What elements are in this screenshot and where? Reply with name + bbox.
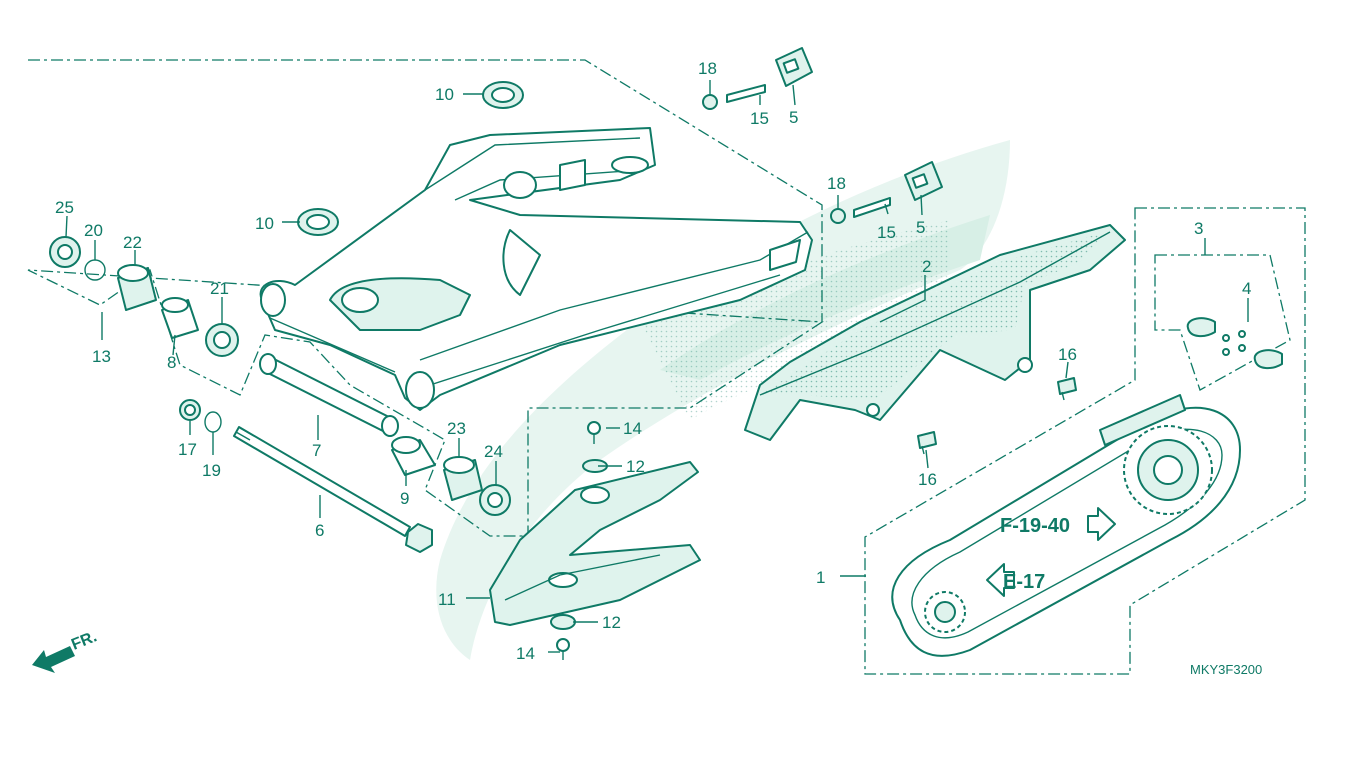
callout-10-left[interactable]: 10	[255, 214, 274, 233]
callout-16-right[interactable]: 16	[1058, 345, 1077, 364]
callout-18-upper[interactable]: 18	[698, 59, 717, 78]
collar-12-b	[550, 614, 576, 630]
rear-sprocket	[1123, 425, 1213, 515]
bolt-16-b	[917, 431, 937, 455]
callout-13[interactable]: 13	[92, 347, 111, 366]
chain-adjuster-upper	[702, 47, 813, 110]
front-indicator-label: FR.	[69, 628, 99, 653]
callout-19[interactable]: 19	[202, 461, 221, 480]
callout-9[interactable]: 9	[400, 489, 409, 508]
watermark-wing	[436, 140, 1010, 660]
callout-10-upper[interactable]: 10	[435, 85, 454, 104]
seal-25	[49, 236, 81, 268]
callout-14-upper[interactable]: 14	[623, 419, 642, 438]
callout-25[interactable]: 25	[55, 198, 74, 217]
callout-15-upper[interactable]: 15	[750, 109, 769, 128]
callout-17[interactable]: 17	[178, 440, 197, 459]
callout-16-lower[interactable]: 16	[918, 470, 937, 489]
callout-11[interactable]: 11	[438, 590, 456, 609]
callout-1[interactable]: 1	[816, 568, 825, 587]
callout-7[interactable]: 7	[312, 441, 321, 460]
collar-9	[391, 436, 436, 476]
callout-21[interactable]: 21	[210, 279, 229, 298]
ref-e17[interactable]: E-17	[1003, 571, 1045, 593]
callout-4[interactable]: 4	[1242, 279, 1251, 298]
screw-14-a	[587, 421, 601, 444]
nut-17	[179, 399, 201, 421]
bearing-21	[205, 323, 239, 357]
callout-14-lower[interactable]: 14	[516, 644, 535, 663]
diagram-code: MKY3F3200	[1190, 662, 1262, 677]
callout-numbers: 1 2 3 4 5 5 6 7 8 9 10 10 11 12 12 13 14…	[55, 59, 1251, 663]
front-arrow-icon	[32, 646, 75, 673]
leader-lines	[65, 80, 1249, 653]
chain-case	[744, 224, 1126, 441]
callout-18-lower[interactable]: 18	[827, 174, 846, 193]
drive-sprocket	[924, 591, 966, 633]
callout-23[interactable]: 23	[447, 419, 466, 438]
ref-f19-40[interactable]: F-19-40	[1000, 515, 1070, 537]
collar-8	[161, 297, 199, 339]
callout-5-upper[interactable]: 5	[789, 108, 798, 127]
callout-24[interactable]: 24	[484, 442, 503, 461]
callout-15-lower[interactable]: 15	[877, 223, 896, 242]
bearing-23	[443, 456, 483, 501]
callout-22[interactable]: 22	[123, 233, 142, 252]
callout-2[interactable]: 2	[922, 257, 931, 276]
callout-12-upper[interactable]: 12	[626, 457, 645, 476]
arrow-e17	[986, 563, 1015, 597]
callout-8[interactable]: 8	[167, 353, 176, 372]
chain-joint-4	[1186, 317, 1283, 370]
frame-drive-chain	[864, 207, 1306, 675]
callout-6[interactable]: 6	[315, 521, 324, 540]
swingarm	[259, 127, 813, 411]
chain-slider	[489, 461, 701, 626]
frame-drive-chain-inner	[1154, 254, 1291, 391]
circlip-20	[84, 259, 106, 281]
frame-swingarm	[27, 59, 824, 537]
chain-adjuster-lower	[830, 161, 943, 224]
callout-20[interactable]: 20	[84, 221, 103, 240]
bearing-22	[117, 264, 157, 311]
arrow-f19-40	[1087, 507, 1116, 541]
callout-3[interactable]: 3	[1194, 219, 1203, 238]
pivot-collar-7	[259, 353, 399, 437]
washer-19	[204, 411, 222, 433]
seal-24	[479, 484, 511, 516]
callout-12-lower[interactable]: 12	[602, 613, 621, 632]
screw-14-b	[556, 638, 570, 660]
callout-5-lower[interactable]: 5	[916, 218, 925, 237]
pivot-bolt-6	[233, 426, 433, 553]
bolt-16-a	[1057, 377, 1077, 401]
